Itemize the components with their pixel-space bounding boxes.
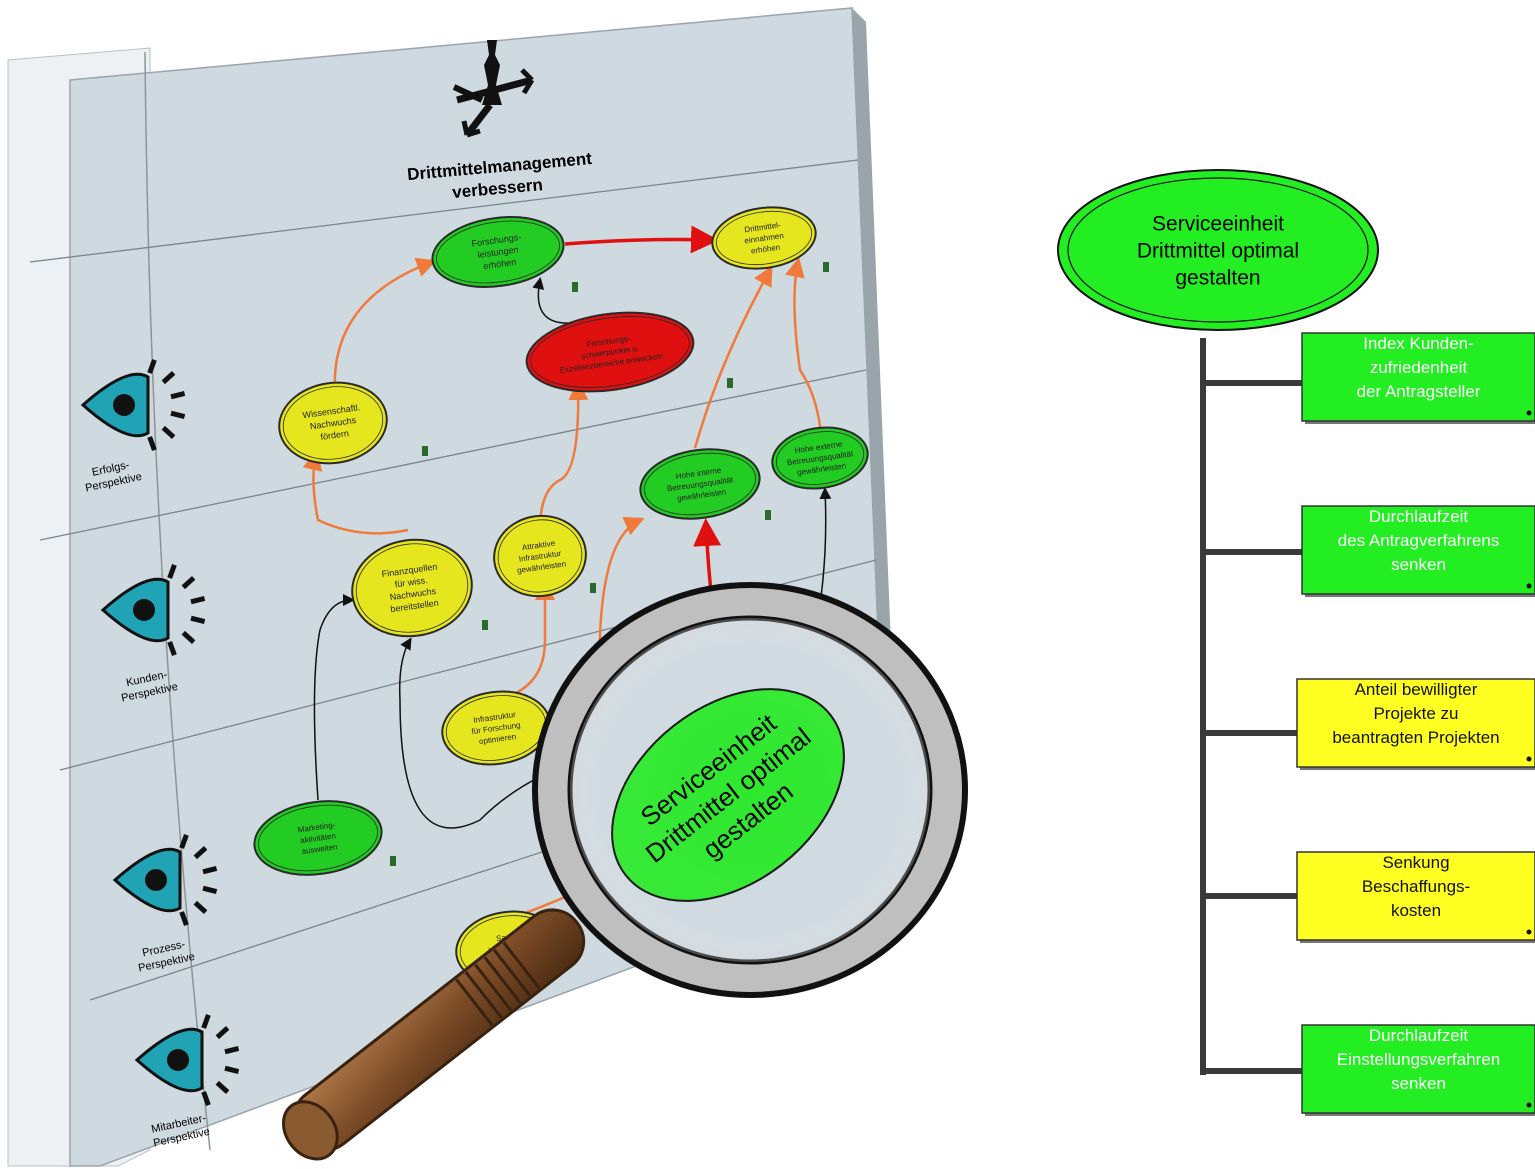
kpi-label: senken xyxy=(1391,555,1446,574)
root-objective-label: gestalten xyxy=(1175,266,1260,289)
perspective-eye-icon xyxy=(80,359,186,451)
objective-schwerpunkte: Forschungs-schwerpunkte u.Exzellenzberei… xyxy=(525,311,695,393)
kpi-label: Senkung xyxy=(1382,853,1449,872)
kpi-label: Durchlaufzeit xyxy=(1369,507,1468,526)
kpi-label: Index Kunden- xyxy=(1363,334,1474,353)
kpi-label: Beschaffungs- xyxy=(1362,877,1470,896)
kpi-label: senken xyxy=(1391,1074,1446,1093)
kpi-box: Index Kunden-zufriedenheit der Antragstel… xyxy=(1301,332,1535,424)
kpi-label: kosten xyxy=(1391,901,1441,920)
kpi-box: Durchlaufzeit des Antragverfahrens senken xyxy=(1301,505,1535,597)
chess-strategy-icon xyxy=(452,40,535,138)
kpi-label: Projekte zu xyxy=(1373,704,1458,723)
kpi-label: zufriedenheit xyxy=(1370,358,1468,377)
perspective-eye-icon xyxy=(112,834,218,926)
objective-interne: Hohe interneBetreuungsqualitätgewährleis… xyxy=(639,448,761,520)
kpi-label: Einstellungsverfahren xyxy=(1337,1050,1500,1069)
objective-label: erhöhen xyxy=(750,243,780,256)
root-objective-label: Drittmittel optimal xyxy=(1137,239,1299,262)
perspective-eye-icon xyxy=(100,564,206,656)
kpi-label: Durchlaufzeit xyxy=(1369,1026,1468,1045)
kpi-label: der Antragsteller xyxy=(1357,382,1481,401)
objective-label: fördern xyxy=(320,428,350,442)
objective-externe: Hohe externeBetreuungsqualitätgewährleis… xyxy=(771,426,869,490)
kpi-label: beantragten Projekten xyxy=(1332,728,1499,747)
objective-label: für wiss. xyxy=(394,575,428,589)
perspective-eye-icon xyxy=(134,1014,240,1106)
kpi-label: des Antragverfahrens xyxy=(1338,531,1500,550)
kpi-label: Anteil bewilligter xyxy=(1355,680,1478,699)
objective-label: erhöhen xyxy=(483,257,517,271)
root-objective-label: Serviceeinheit xyxy=(1152,212,1284,235)
root-objective-ellipse xyxy=(1057,169,1379,331)
